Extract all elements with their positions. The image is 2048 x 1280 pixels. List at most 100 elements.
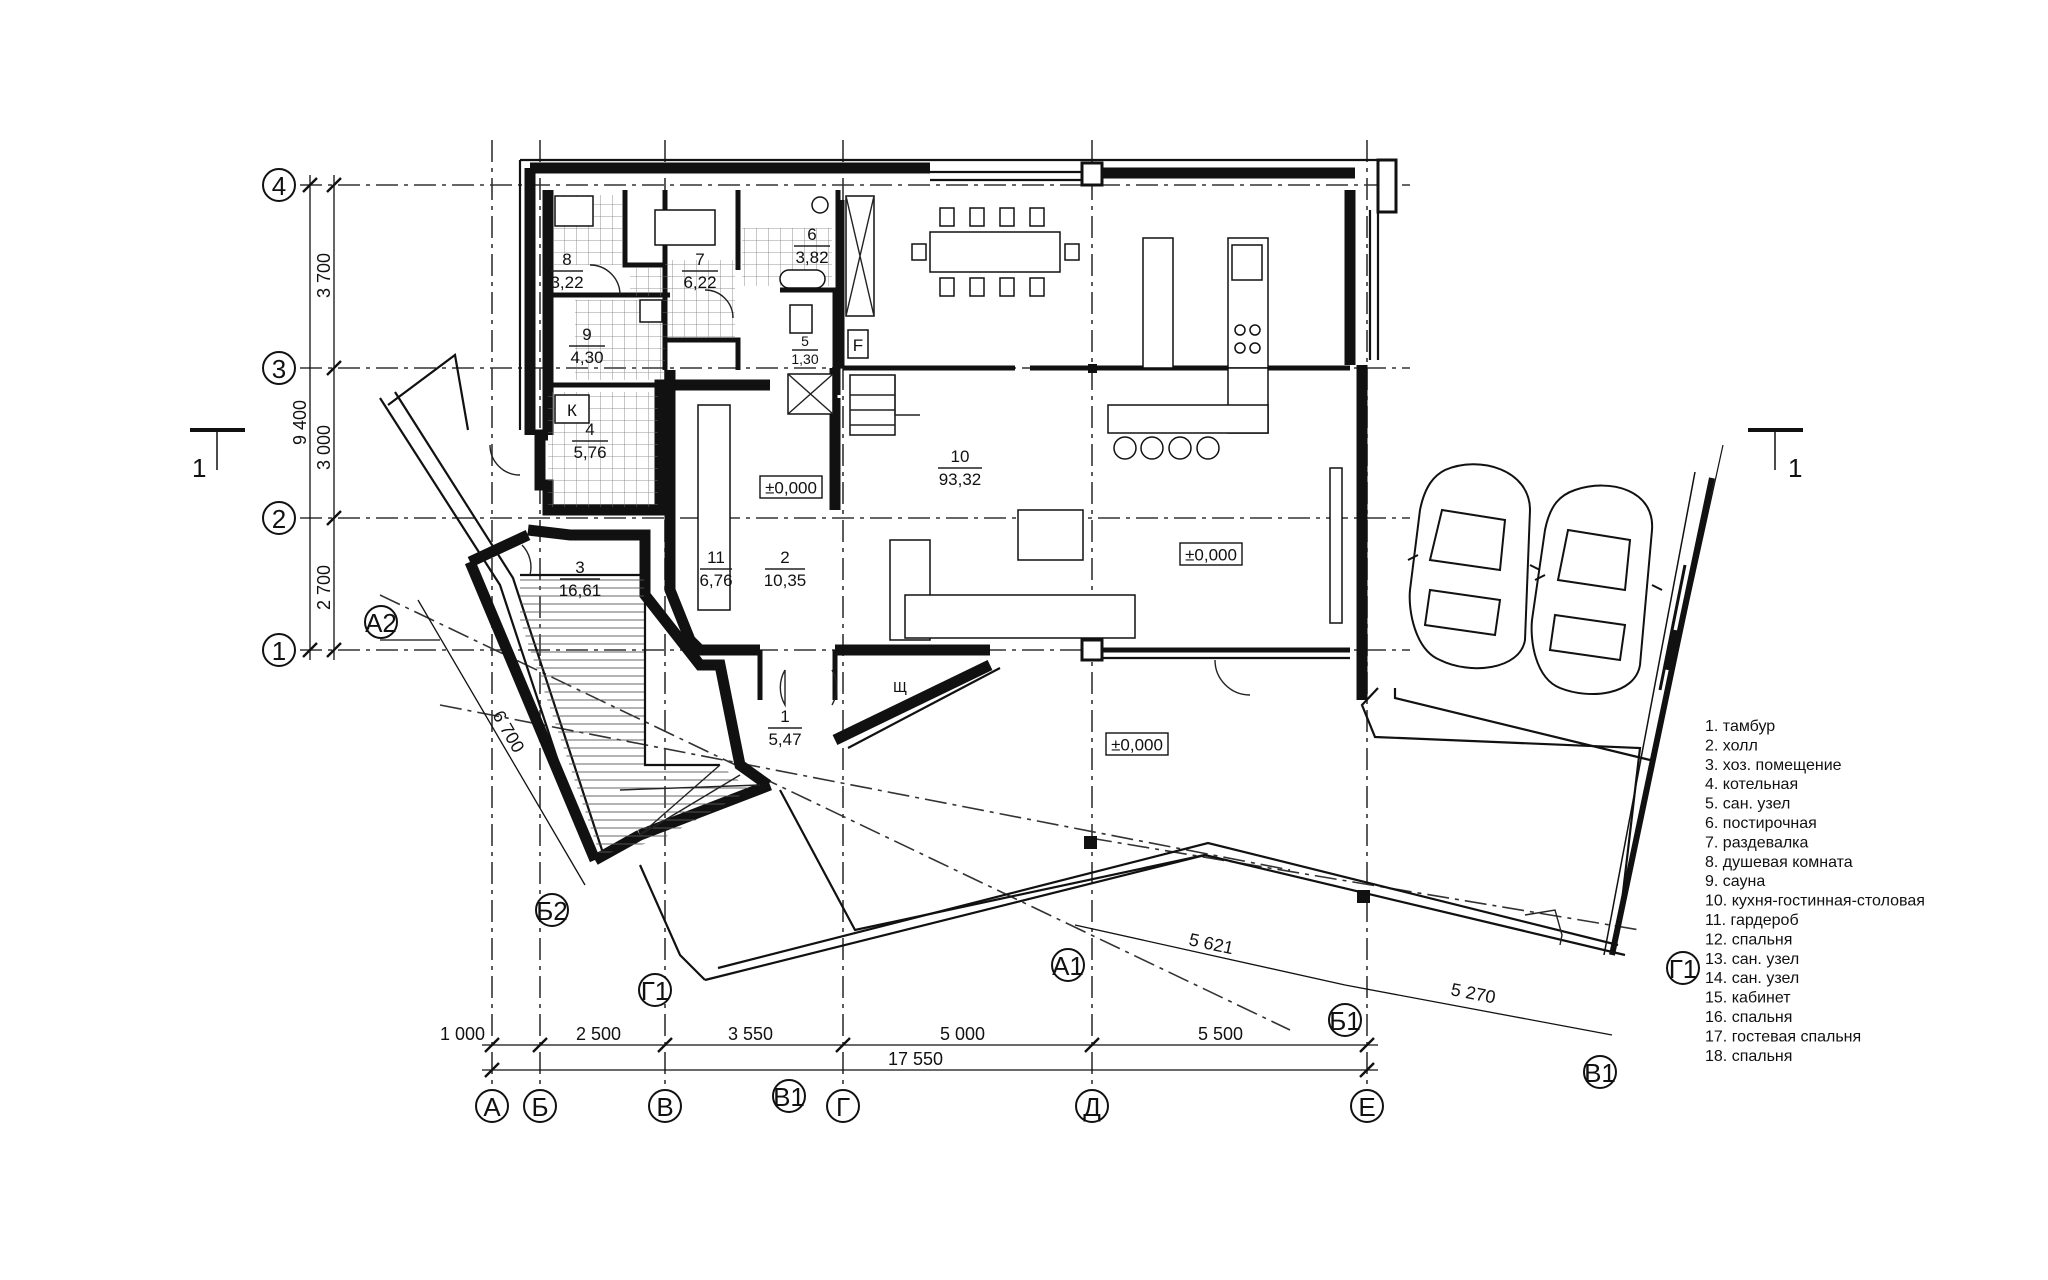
legend-item: 15. кабинет — [1705, 990, 1791, 1007]
axis-row-1-label: 1 — [272, 636, 286, 666]
structural-columns — [1080, 161, 1370, 903]
axis-g1-right: Г1 — [1666, 951, 1700, 985]
room-5-number: 5 — [801, 333, 809, 349]
axis-a2: А2 — [364, 605, 398, 639]
room-7: 76,22 — [682, 250, 718, 292]
section-mark-left: 1 — [190, 428, 245, 483]
axis-row-3: 3 — [262, 351, 296, 385]
axis-v1-right: В1 — [1583, 1055, 1617, 1089]
axis-b1-label: Б1 — [1329, 1006, 1361, 1036]
legend-item: 6. постирочная — [1705, 815, 1817, 832]
level-mark-living: ±0,000 — [1179, 542, 1243, 566]
room-1: 15,47 — [768, 707, 802, 749]
room-3: 316,61 — [559, 558, 602, 600]
room-4: 45,76 — [572, 420, 608, 462]
axis-col-d: Д — [1075, 1089, 1109, 1123]
axis-col-g-label: Г — [836, 1092, 850, 1122]
row-axes: 4 3 2 1 — [262, 168, 296, 667]
dim-bottom-total: 17 550 — [888, 1049, 943, 1069]
room-4-area: 5,76 — [573, 443, 606, 462]
level-mark-hall-text: ±0,000 — [765, 479, 817, 498]
axis-b2-label: Б2 — [536, 896, 568, 926]
room-1-area: 5,47 — [768, 730, 801, 749]
room-11-area: 6,76 — [699, 571, 732, 590]
room-2-number: 2 — [780, 548, 789, 567]
axis-a2-label: А2 — [365, 608, 397, 638]
dim-left-total: 9 400 — [290, 400, 310, 445]
legend-item: 10. кухня-гостинная-столовая — [1705, 893, 1925, 910]
axis-row-4-label: 4 — [272, 171, 286, 201]
level-mark-living-text: ±0,000 — [1185, 546, 1237, 565]
right-fence — [1603, 444, 1724, 956]
room-2: 210,35 — [764, 548, 807, 590]
kitchen-set — [1107, 237, 1269, 460]
boiler-marker: К — [567, 401, 577, 420]
legend-item: 13. сан. узел — [1705, 951, 1799, 968]
axis-row-4: 4 — [262, 168, 296, 202]
tiled-floors — [548, 195, 832, 507]
legend-item: 2. холл — [1705, 737, 1758, 754]
legend-item: 9. сауна — [1705, 873, 1765, 890]
axis-v1-left: В1 — [772, 1079, 806, 1113]
panel-marker: Щ — [893, 679, 907, 696]
room-9: 94,30 — [569, 325, 605, 367]
level-mark-hall: ±0,000 — [759, 475, 823, 499]
room-7-number: 7 — [695, 250, 704, 269]
room-2-area: 10,35 — [764, 571, 807, 590]
room-6-area: 3,82 — [795, 248, 828, 267]
room-7-area: 6,22 — [683, 273, 716, 292]
room-5-area: 1,30 — [791, 351, 818, 367]
axis-a1-label: А1 — [1052, 951, 1084, 981]
dimensions-left: 3 700 3 000 2 700 9 400 — [290, 175, 342, 660]
legend-item: 1. тамбур — [1705, 718, 1775, 735]
room-3-number: 3 — [575, 558, 584, 577]
dim-skew-5621: 5 621 — [1187, 929, 1235, 958]
room-10-area: 93,32 — [939, 470, 982, 489]
room-9-number: 9 — [582, 325, 591, 344]
axis-a1: А1 — [1051, 948, 1085, 982]
car-left — [1407, 463, 1541, 670]
axis-row-3-label: 3 — [272, 354, 286, 384]
axis-col-v-label: В — [656, 1092, 673, 1122]
room-8: 83,22 — [550, 250, 583, 292]
dimensions-bottom: 1 000 2 500 3 550 5 000 5 500 17 550 — [440, 1024, 1378, 1078]
level-mark-terrace: ±0,000 — [1105, 732, 1169, 756]
fixtures — [554, 195, 875, 611]
room-legend: 1. тамбур 2. холл 3. хоз. помещение 4. коте… — [1705, 718, 1925, 1065]
dim-left-3700: 3 700 — [314, 253, 334, 298]
room-11-number: 11 — [707, 548, 725, 567]
level-marks: ±0,000 ±0,000 ±0,000 — [759, 475, 1243, 756]
car-right — [1530, 484, 1663, 695]
axis-v1-left-label: В1 — [773, 1082, 805, 1112]
axis-row-1: 1 — [262, 633, 296, 667]
dim-bottom-1000: 1 000 — [440, 1024, 485, 1044]
level-mark-terrace-text: ±0,000 — [1111, 736, 1163, 755]
legend-item: 12. спальня — [1705, 931, 1792, 948]
axis-col-g: Г — [826, 1089, 860, 1123]
axis-g1-left-label: Г1 — [641, 976, 670, 1006]
room-4-number: 4 — [585, 420, 594, 439]
legend-item: 11. гардероб — [1705, 912, 1799, 929]
legend-item: 17. гостевая спальня — [1705, 1028, 1861, 1045]
fireplace-marker: F — [853, 336, 863, 355]
legend-item: 14. сан. узел — [1705, 970, 1799, 987]
axis-col-b-label: Б — [531, 1092, 548, 1122]
dim-left-3000: 3 000 — [314, 425, 334, 470]
door-swings — [489, 264, 1251, 708]
living-set — [889, 467, 1343, 641]
room-1-number: 1 — [780, 707, 789, 726]
markers: К F Щ — [554, 329, 907, 696]
axis-v1-right-label: В1 — [1584, 1058, 1616, 1088]
dim-bottom-5500: 5 500 — [1198, 1024, 1243, 1044]
axis-b1: Б1 — [1328, 1003, 1362, 1037]
legend-item: 3. хоз. помещение — [1705, 757, 1842, 774]
skewed-axes: А1 Б1 В1 Г1 А2 Б2 В1 Г1 — [364, 605, 1700, 1113]
dim-bottom-5000: 5 000 — [940, 1024, 985, 1044]
legend-item: 16. спальня — [1705, 1009, 1792, 1026]
axis-col-e-label: Е — [1358, 1092, 1375, 1122]
section-mark-left-label: 1 — [192, 453, 206, 483]
dim-bottom-3550: 3 550 — [728, 1024, 773, 1044]
legend-item: 4. котельная — [1705, 776, 1798, 793]
